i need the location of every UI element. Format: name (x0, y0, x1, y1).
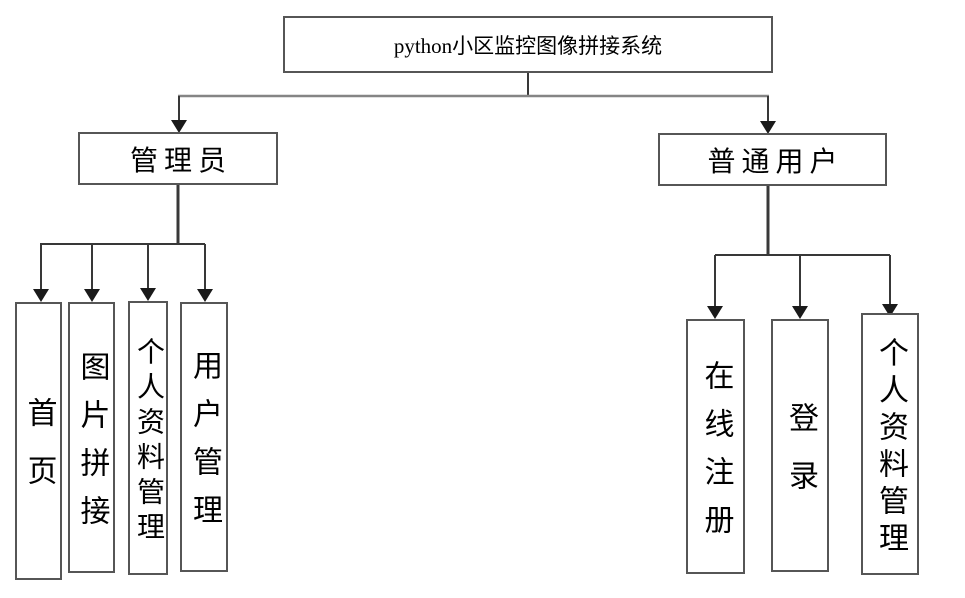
arrowhead-a1 (33, 289, 49, 302)
node-home-label: 首页 (22, 397, 56, 513)
node-image-stitching-label: 图片拼接 (75, 350, 109, 543)
node-system-root-label: python小区监控图像拼接系统 (393, 33, 663, 58)
arrowhead-u2 (792, 306, 808, 319)
node-home: 首页 (15, 302, 62, 580)
node-profile-management-user-label: 个人资料管理 (874, 336, 907, 559)
node-image-stitching: 图片拼接 (68, 302, 115, 573)
node-profile-management-admin: 个人资料管理 (128, 301, 168, 575)
node-user-management: 用户管理 (180, 302, 228, 572)
arrowhead-u1 (707, 306, 723, 319)
node-login-label: 登录 (784, 401, 817, 518)
node-profile-management-admin-label: 个人资料管理 (133, 336, 164, 547)
node-system-root: python小区监控图像拼接系统 (283, 16, 773, 73)
node-admin-label: 管理员 (129, 145, 232, 177)
node-login: 登录 (771, 319, 829, 572)
arrowhead-a2 (84, 289, 100, 302)
node-profile-management-user: 个人资料管理 (861, 313, 919, 575)
node-user-management-label: 用户管理 (188, 350, 221, 542)
node-regular-user-label: 普通用户 (707, 146, 844, 178)
arrowhead-a3 (140, 288, 156, 301)
node-admin: 管理员 (78, 132, 278, 185)
node-regular-user: 普通用户 (658, 133, 887, 186)
arrowhead-a4 (197, 289, 213, 302)
node-online-registration: 在线注册 (686, 319, 745, 574)
node-online-registration-label: 在线注册 (699, 359, 733, 552)
